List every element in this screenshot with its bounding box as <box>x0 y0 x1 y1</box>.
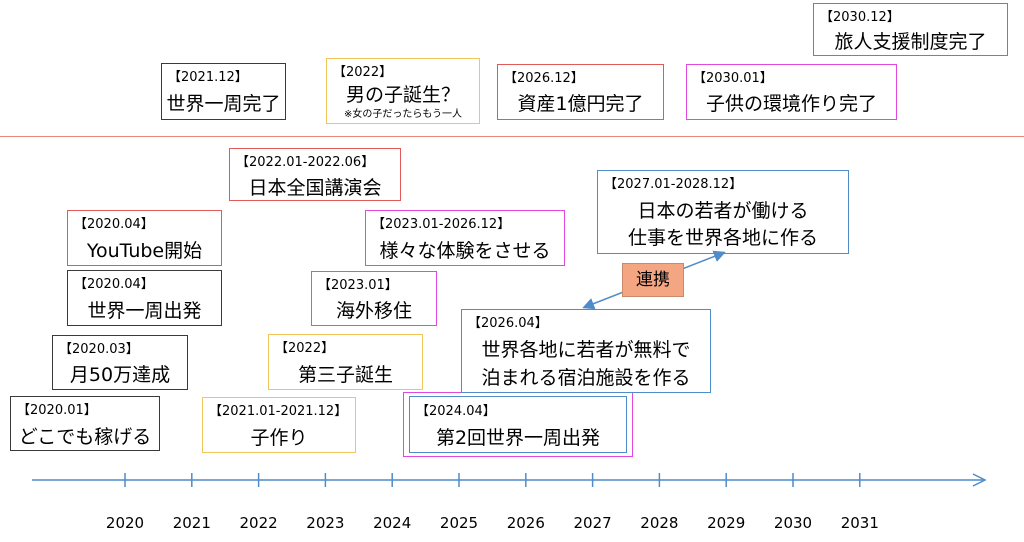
event-box-monthly-500k: 【2020.03】 月50万達成 <box>52 335 188 390</box>
goal-date: 【2030.12】 <box>820 10 900 25</box>
event-date: 【2022.01-2022.06】 <box>236 155 375 170</box>
timeline-year-label: 2021 <box>172 514 211 532</box>
event-text: 子作り <box>250 427 308 449</box>
event-text-line-1: 世界各地に若者が無料で <box>481 339 691 361</box>
event-text-line-1: 日本の若者が働ける <box>637 200 809 222</box>
timeline-year-label: 2027 <box>573 514 612 532</box>
event-text: 第三子誕生 <box>297 364 393 386</box>
goal-box-2022: 【2022】 男の子誕生？ ※女の子だったらもう一人 <box>326 58 480 124</box>
event-date: 【2020.03】 <box>59 342 139 357</box>
timeline-year-label: 2022 <box>239 514 278 532</box>
timeline-year-label: 2026 <box>506 514 545 532</box>
event-box-free-lodging: 【2026.04】 世界各地に若者が無料で 泊まれる宿泊施設を作る <box>461 309 711 393</box>
event-box-second-world-trip: 【2024.04】 第2回世界一周出発 <box>403 392 633 457</box>
event-text: 月50万達成 <box>69 364 171 386</box>
event-date: 【2020.01】 <box>17 403 97 418</box>
link-label: 連携 <box>622 263 684 297</box>
timeline-year-label: 2023 <box>306 514 345 532</box>
goal-date: 【2030.01】 <box>693 71 773 86</box>
event-text: 世界一周出発 <box>87 300 202 322</box>
event-box-youtube-start: 【2020.04】 YouTube開始 <box>67 210 222 266</box>
event-date: 【2027.01-2028.12】 <box>604 177 743 192</box>
event-box-youth-jobs: 【2027.01-2028.12】 日本の若者が働ける 仕事を世界各地に作る <box>597 170 849 254</box>
event-box-third-child: 【2022】 第三子誕生 <box>268 334 423 390</box>
goal-separator-line <box>0 136 1024 137</box>
event-box-move-abroad: 【2023.01】 海外移住 <box>311 271 437 326</box>
event-box-world-trip-depart: 【2020.04】 世界一周出発 <box>67 270 222 326</box>
event-box-child-planning: 【2021.01-2021.12】 子作り <box>202 397 356 453</box>
goal-note: ※女の子だったらもう一人 <box>343 109 463 120</box>
event-date: 【2024.04】 <box>416 404 496 419</box>
event-text: どこでも稼げる <box>18 426 152 448</box>
event-text: 日本全国講演会 <box>248 177 382 199</box>
goal-text: 資産1億円完了 <box>517 93 644 115</box>
timeline-year-label: 2029 <box>707 514 746 532</box>
goal-date: 【2021.12】 <box>168 70 248 85</box>
event-text-line-2: 仕事を世界各地に作る <box>627 227 818 249</box>
goal-box-2021-12: 【2021.12】 世界一周完了 <box>161 63 286 120</box>
goal-text: 旅人支援制度完了 <box>834 31 987 53</box>
timeline-year-label: 2031 <box>840 514 879 532</box>
goal-box-2026-12: 【2026.12】 資産1億円完了 <box>497 64 664 120</box>
event-text: 海外移住 <box>335 300 412 322</box>
event-box-national-lecture: 【2022.01-2022.06】 日本全国講演会 <box>229 148 401 201</box>
event-date: 【2023.01】 <box>318 278 398 293</box>
event-box-earn-anywhere: 【2020.01】 どこでも稼げる <box>10 396 160 451</box>
event-text-line-2: 泊まれる宿泊施設を作る <box>481 367 691 389</box>
goal-date: 【2026.12】 <box>504 71 584 86</box>
goal-text: 子供の環境作り完了 <box>705 93 877 115</box>
goal-text: 世界一周完了 <box>166 93 281 115</box>
timeline-year-label: 2030 <box>773 514 813 532</box>
event-box-various-experiences: 【2023.01-2026.12】 様々な体験をさせる <box>365 210 565 266</box>
event-date: 【2021.01-2021.12】 <box>209 404 348 419</box>
timeline-year-label: 2028 <box>640 514 679 532</box>
event-date: 【2023.01-2026.12】 <box>372 217 511 232</box>
goal-box-2030-12: 【2030.12】 旅人支援制度完了 <box>813 3 1008 56</box>
event-date: 【2020.04】 <box>74 217 154 232</box>
timeline-year-label: 2024 <box>373 514 412 532</box>
timeline-year-label: 2020 <box>105 514 145 532</box>
goal-date: 【2022】 <box>333 65 393 80</box>
event-date: 【2026.04】 <box>468 316 548 331</box>
timeline-arrowhead <box>972 473 987 487</box>
timeline-year-label: 2025 <box>439 514 479 532</box>
event-text: 第2回世界一周出発 <box>435 427 601 449</box>
goal-text: 男の子誕生？ <box>345 84 460 106</box>
event-text: 様々な体験をさせる <box>379 240 551 262</box>
goal-box-2030-01: 【2030.01】 子供の環境作り完了 <box>686 64 897 120</box>
event-inner-frame <box>409 396 627 453</box>
event-text: YouTube開始 <box>86 240 203 262</box>
event-date: 【2022】 <box>275 341 335 356</box>
event-date: 【2020.04】 <box>74 277 154 292</box>
